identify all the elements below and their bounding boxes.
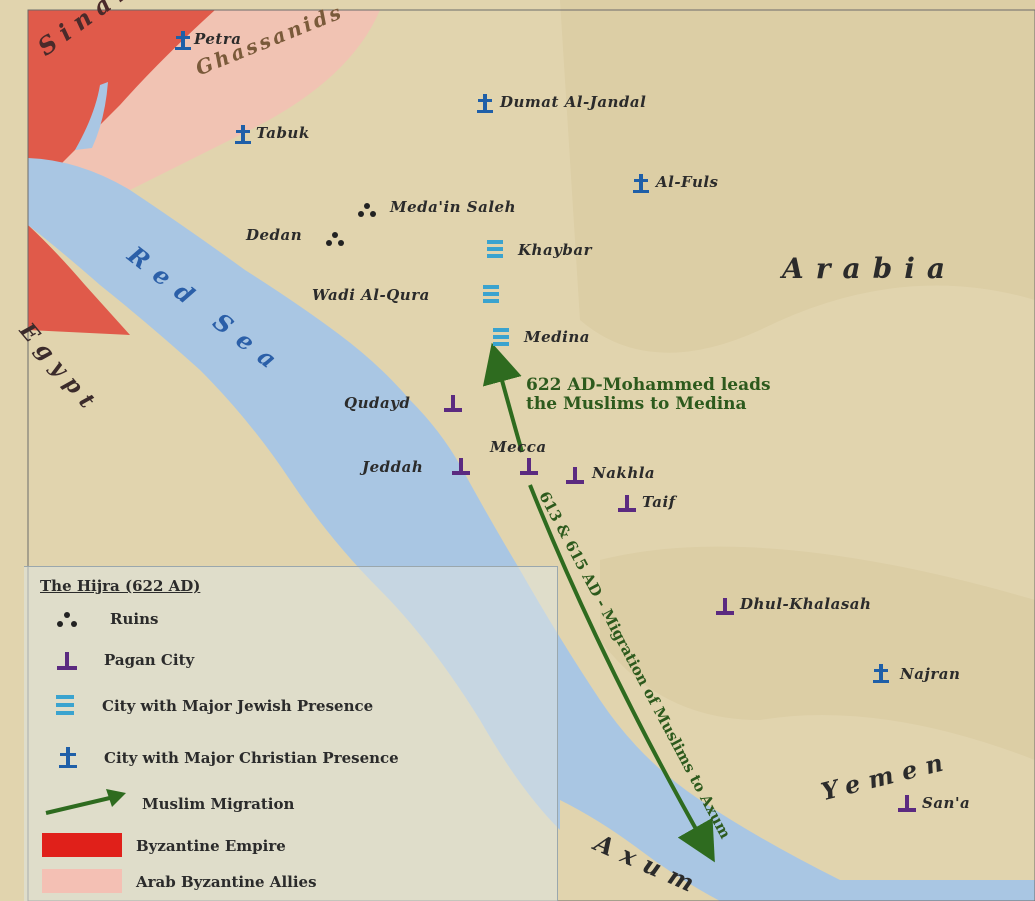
place-sana: San'a: [922, 794, 971, 812]
byzantine-swatch: [42, 833, 122, 857]
christian-city-icon: [235, 125, 251, 144]
place-petra: Petra: [194, 30, 242, 48]
legend-pagan-label: Pagan City: [104, 651, 195, 669]
jewish-city-icon: [56, 695, 74, 715]
christian-city-icon: [873, 664, 889, 683]
pagan-city-icon: [520, 458, 538, 475]
legend-migration-label: Muslim Migration: [142, 795, 295, 813]
terrain-shading: [560, 0, 1035, 353]
legend-christian-label: City with Major Christian Presence: [104, 749, 399, 767]
arab-allies-region: [60, 10, 380, 190]
christian-city-icon: [633, 174, 649, 193]
place-mecca: Mecca: [490, 438, 547, 456]
place-medain-saleh: Meda'in Saleh: [390, 198, 516, 216]
migration-arrow-icon: [45, 789, 126, 815]
pagan-city-icon: [898, 795, 916, 812]
ruins-icon: [57, 612, 77, 627]
christian-city-icon: [59, 747, 77, 768]
place-dumat: Dumat Al-Jandal: [500, 93, 647, 111]
place-wadi-al-qura: Wadi Al-Qura: [312, 286, 430, 304]
place-dhul-khalasah: Dhul-Khalasah: [740, 595, 872, 613]
place-nakhla: Nakhla: [592, 464, 656, 482]
legend-byzantine-label: Byzantine Empire: [136, 837, 286, 855]
byzantine-sinai-region: [28, 10, 215, 165]
hijra-annotation-line1: 622 AD-Mohammed leads: [526, 375, 771, 395]
place-al-fuls: Al-Fuls: [656, 173, 719, 191]
jewish-city-icon: [493, 328, 509, 346]
place-jeddah: Jeddah: [362, 458, 424, 476]
place-taif: Taif: [642, 493, 676, 511]
ruins-icon: [326, 232, 344, 246]
pagan-city-icon: [618, 495, 636, 512]
christian-city-icon: [477, 94, 493, 113]
red-sea-body: [28, 158, 1035, 901]
hijra-arrow: [482, 342, 524, 453]
map-border: [27, 9, 1035, 901]
place-khaybar: Khaybar: [518, 241, 592, 259]
legend-jewish-label: City with Major Jewish Presence: [102, 697, 374, 715]
allies-swatch: [42, 869, 122, 893]
christian-city-icon: [175, 31, 191, 50]
byzantine-egypt-region: [28, 225, 130, 335]
ruins-icon: [358, 203, 376, 217]
legend-allies-label: Arab Byzantine Allies: [136, 873, 317, 891]
place-dedan: Dedan: [246, 226, 303, 244]
hijra-annotation-line2: the Muslims to Medina: [526, 394, 747, 414]
place-qudayd: Qudayd: [344, 394, 411, 412]
pagan-city-icon: [444, 395, 462, 412]
terrain-shading-2: [600, 546, 1035, 760]
pagan-city-icon: [57, 652, 77, 670]
jewish-city-icon: [483, 285, 499, 303]
legend: The Hijra (622 AD) Ruins Pagan City City…: [24, 566, 558, 901]
pagan-city-icon: [452, 458, 470, 475]
place-medina: Medina: [524, 328, 590, 346]
legend-title: The Hijra (622 AD): [40, 577, 201, 595]
place-najran: Najran: [900, 665, 961, 683]
legend-ruins-label: Ruins: [110, 610, 159, 628]
arabia-label: Arabia: [782, 252, 957, 285]
jewish-city-icon: [487, 240, 503, 258]
place-tabuk: Tabuk: [256, 124, 310, 142]
axum-migration-arrow: [528, 484, 715, 863]
axum-land: [560, 800, 720, 901]
pagan-city-icon: [566, 467, 584, 484]
gulf-of-aqaba: [75, 82, 108, 150]
pagan-city-icon: [716, 598, 734, 615]
